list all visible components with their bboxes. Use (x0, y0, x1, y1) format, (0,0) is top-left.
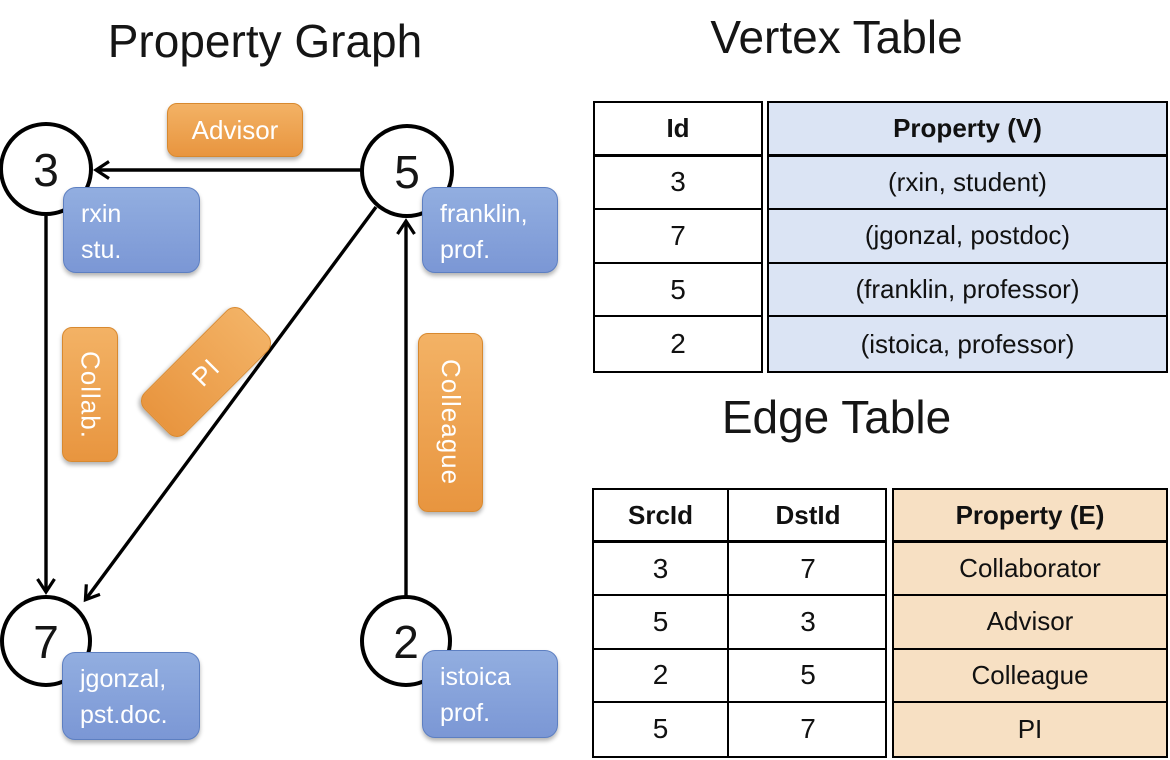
vertex-table-property-column: Property (V) (rxin, student) (jgonzal, p… (767, 101, 1168, 373)
node-id-7: 7 (33, 616, 59, 668)
edge-row-0-src: 3 (594, 543, 729, 597)
vertex-row-2-property: (franklin, professor) (769, 263, 1166, 318)
edge-row-0-property: Collaborator (894, 543, 1166, 597)
edge-label-advisor: Advisor (167, 103, 303, 157)
edge-row-2-property: Colleague (894, 649, 1166, 703)
edge-header-srcid: SrcId (594, 490, 729, 544)
vertex-prop-2-line2: prof. (440, 699, 491, 727)
edge-row-3-property: PI (894, 702, 1166, 756)
node-id-3: 3 (33, 144, 59, 196)
vertex-row-1-property: (jgonzal, postdoc) (769, 210, 1166, 264)
edge-label-collab-text: Collab. (75, 350, 106, 439)
property-graph-title: Property Graph (107, 15, 423, 67)
edge-label-collab: Collab. (62, 327, 118, 462)
vertex-prop-7-line2: pst.doc. (80, 701, 168, 729)
vertex-table-id-column: Id 3 7 5 2 (593, 101, 763, 373)
edge-row-2-dst: 5 (729, 650, 887, 703)
edge-line-pi-5to7 (83, 205, 378, 603)
edge-row-2-src: 2 (594, 649, 729, 703)
vertex-prop-box-5: franklin, prof. (422, 187, 558, 273)
edge-row-1-src: 5 (594, 596, 729, 650)
vertex-header-id: Id (595, 103, 761, 157)
vertex-row-3-id: 2 (670, 328, 686, 360)
vertex-prop-box-7: jgonzal, pst.doc. (62, 652, 200, 740)
vertex-row-0-id: 3 (595, 157, 761, 211)
vertex-prop-5-line2: prof. (440, 236, 491, 264)
vertex-prop-2-line1: istoica (440, 663, 511, 691)
edge-row-1-property: Advisor (894, 596, 1166, 650)
vertex-row-1-id: 7 (595, 210, 761, 264)
edge-header-dstid: DstId (729, 490, 887, 544)
vertex-row-3-property: (istoica, professor) (769, 317, 1166, 371)
node-id-5: 5 (394, 146, 420, 198)
edge-row-0-dst: 7 (729, 543, 887, 597)
edge-row-3-src: 5 (594, 702, 729, 756)
edge-table-property-column: Property (E) Collaborator Advisor Collea… (892, 488, 1168, 758)
vertex-header-property: Property (V) (769, 103, 1166, 157)
vertex-prop-box-3: rxin stu. (63, 187, 200, 273)
edge-label-colleague: Colleague (418, 333, 483, 512)
edge-table-title: Edge Table (721, 391, 952, 443)
edge-row-1-dst: 3 (729, 596, 887, 650)
vertex-row-2-id: 5 (595, 264, 761, 318)
edge-table-id-columns: SrcId DstId 3 7 5 3 2 5 5 7 (592, 488, 887, 758)
vertex-table-title: Vertex Table (710, 11, 963, 63)
vertex-prop-7-line1: jgonzal, (80, 665, 167, 693)
edge-label-pi-text: PI (185, 351, 226, 392)
edge-label-colleague-text: Colleague (436, 359, 466, 486)
edge-header-property: Property (E) (894, 490, 1166, 544)
edge-label-advisor-text: Advisor (191, 114, 279, 145)
vertex-prop-5-line1: franklin, (440, 200, 528, 228)
vertex-prop-box-2: istoica prof. (422, 650, 558, 738)
node-id-2: 2 (393, 616, 419, 668)
vertex-row-0-property: (rxin, student) (769, 156, 1166, 211)
vertex-prop-3-line2: stu. (81, 236, 122, 264)
vertex-prop-3-line1: rxin (81, 200, 122, 228)
edge-row-3-dst: 7 (800, 713, 816, 745)
